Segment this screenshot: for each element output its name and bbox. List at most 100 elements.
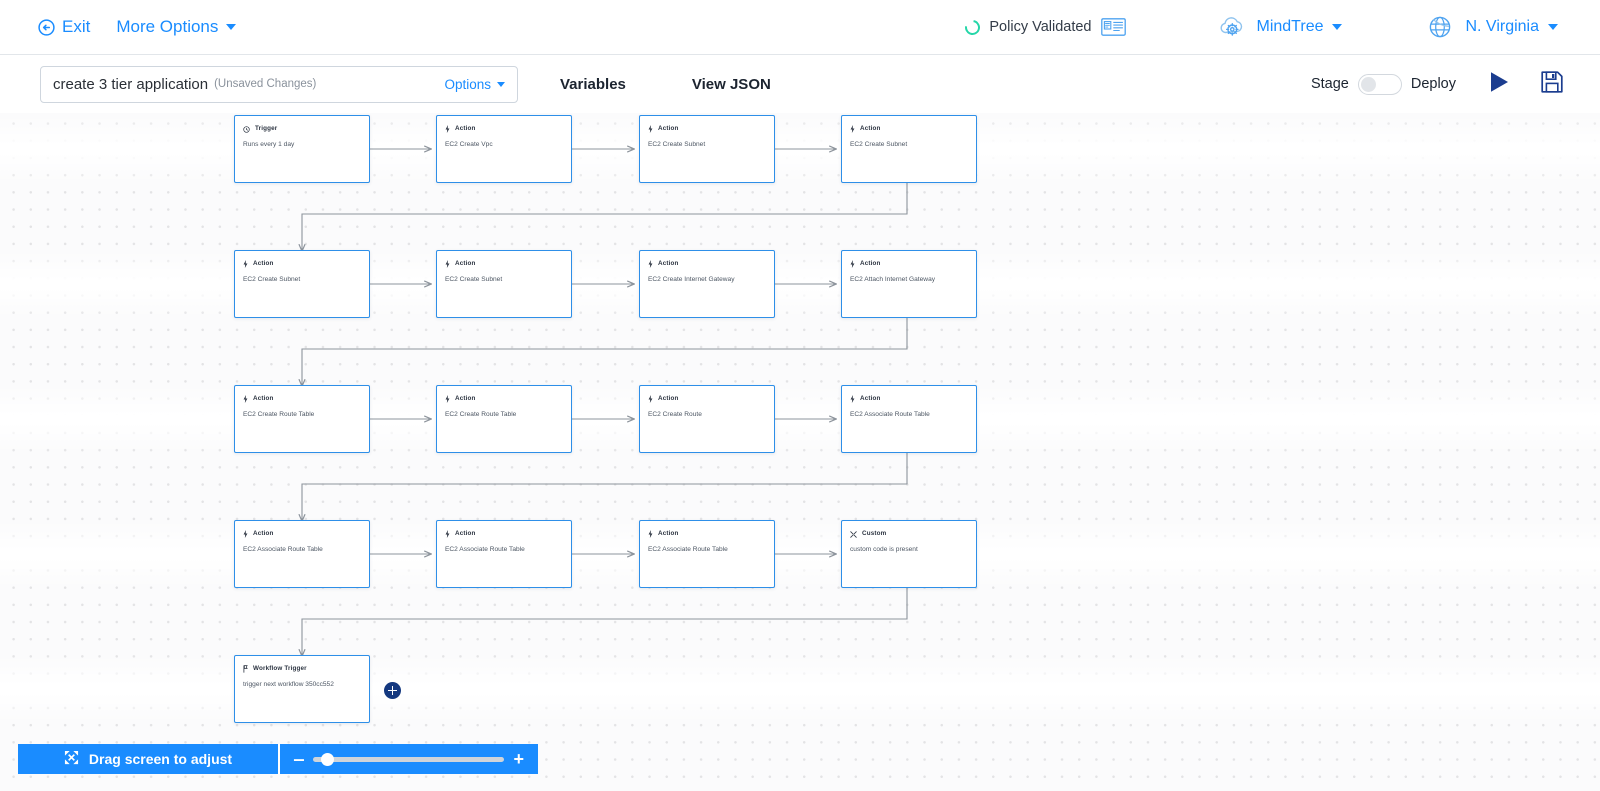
node-type-label: Action [455,395,476,402]
node-description: EC2 Create Vpc [445,141,493,148]
play-icon[interactable] [1486,69,1512,100]
node-description: EC2 Create Route [648,411,702,418]
wrench-icon [850,525,857,543]
node-type-label: Action [658,260,679,267]
stage-label: Stage [1310,76,1349,92]
workflow-node[interactable]: Action EC2 Associate Route Table [234,520,370,588]
cloud-gear-icon [1218,14,1248,40]
workflow-node[interactable]: Action EC2 Create Subnet [841,115,977,183]
workflow-node[interactable]: Action EC2 Attach Internet Gateway [841,250,977,318]
account-name: MindTree [1256,18,1324,35]
chevron-down-icon [1548,24,1558,30]
workflow-node[interactable]: Workflow Trigger trigger next workflow 3… [234,655,370,723]
node-description: EC2 Associate Route Table [850,411,930,418]
lightning-icon [648,390,653,408]
workflow-node[interactable]: Action EC2 Associate Route Table [841,385,977,453]
node-header: Action [850,258,968,269]
node-type-label: Action [860,125,881,132]
workflow-node[interactable]: Action EC2 Associate Route Table [639,520,775,588]
node-header: Action [648,258,766,269]
lightning-icon [445,390,450,408]
workflow-node[interactable]: Action EC2 Create Subnet [436,250,572,318]
zoom-slider-handle[interactable] [321,752,335,766]
drag-screen-button[interactable]: Drag screen to adjust [18,744,278,774]
spinner-icon [962,16,984,38]
workflow-node[interactable]: Trigger Runs every 1 day [234,115,370,183]
node-description: EC2 Create Route Table [445,411,517,418]
node-header: Action [445,258,563,269]
node-type-label: Action [658,125,679,132]
node-type-label: Action [860,395,881,402]
options-dropdown[interactable]: Options [444,77,505,92]
lightning-icon [850,255,855,273]
workflow-node[interactable]: Action EC2 Create Route Table [234,385,370,453]
workflow-node[interactable]: Action EC2 Associate Route Table [436,520,572,588]
tab-view-json[interactable]: View JSON [691,75,771,93]
lightning-icon [445,120,450,138]
node-type-label: Action [860,260,881,267]
node-description: EC2 Create Internet Gateway [648,276,735,283]
node-type-label: Action [253,530,274,537]
clock-icon [243,120,250,138]
workflow-node[interactable]: Action EC2 Create Subnet [639,115,775,183]
stage-deploy-toggle[interactable] [1357,73,1402,95]
node-description: EC2 Associate Route Table [243,546,323,553]
workflow-node[interactable]: Action EC2 Create Vpc [436,115,572,183]
node-description: EC2 Create Subnet [243,276,301,283]
node-description: EC2 Create Subnet [445,276,503,283]
connector-edges [0,113,908,791]
workflow-name-value: create 3 tier application [53,75,209,93]
more-options-label: More Options [116,17,219,36]
drag-screen-label: Drag screen to adjust [88,751,233,767]
options-label: Options [444,76,491,92]
workflow-node[interactable]: Action EC2 Create Route Table [436,385,572,453]
node-description: Runs every 1 day [243,141,295,148]
lightning-icon [648,120,653,138]
node-header: Action [445,123,563,134]
account-selector[interactable]: MindTree [1218,14,1343,40]
zoom-slider[interactable] [313,752,505,766]
node-header: Action [445,528,563,539]
node-header: Action [648,123,766,134]
lightning-icon [445,525,450,543]
node-type-label: Workflow Trigger [253,665,307,672]
node-header: Action [850,123,968,134]
plus-circle-icon[interactable] [384,682,401,699]
node-description: EC2 Create Subnet [850,141,908,148]
node-description: EC2 Create Subnet [648,141,706,148]
lightning-icon [648,525,653,543]
more-options-menu[interactable]: More Options [116,17,237,37]
node-description: EC2 Create Route Table [243,411,315,418]
floppy-save-icon[interactable] [1540,70,1564,99]
workflow-node[interactable]: Action EC2 Create Route [639,385,775,453]
node-description: EC2 Attach Internet Gateway [850,276,936,283]
node-header: Action [243,393,361,404]
zoom-in-button[interactable]: + [513,749,524,769]
top-navigation-bar: Exit More Options Policy Validated [0,0,1600,55]
workflow-name-field[interactable]: create 3 tier application (Unsaved Chang… [40,65,518,103]
chevron-down-icon [1332,24,1343,30]
id-card-icon[interactable] [1100,18,1126,36]
node-header: Action [243,258,361,269]
node-header: Action [648,528,766,539]
node-header: Custom [850,528,968,539]
workflow-node[interactable]: Custom custom code is present [841,520,977,588]
zoom-out-button[interactable]: ‒ [294,749,305,769]
node-description: trigger next workflow 350cc552 [243,681,334,688]
zoom-controls: ‒ + [278,744,538,774]
workflow-node[interactable]: Action EC2 Create Internet Gateway [639,250,775,318]
unsaved-changes-label: (Unsaved Changes) [214,78,317,90]
node-type-label: Action [658,395,679,402]
lightning-icon [243,525,248,543]
toggle-knob [1360,76,1376,92]
workflow-canvas[interactable]: Trigger Runs every 1 day Action EC2 Crea… [0,113,1600,791]
region-selector[interactable]: N. Virginia [1426,14,1558,40]
node-header: Trigger [243,123,361,134]
policy-status: Policy Validated [962,16,1126,38]
exit-button[interactable]: Exit [38,17,90,37]
node-header: Action [648,393,766,404]
node-header: Action [850,393,968,404]
tab-variables[interactable]: Variables [560,75,626,93]
node-description: EC2 Associate Route Table [648,546,728,553]
workflow-node[interactable]: Action EC2 Create Subnet [234,250,370,318]
